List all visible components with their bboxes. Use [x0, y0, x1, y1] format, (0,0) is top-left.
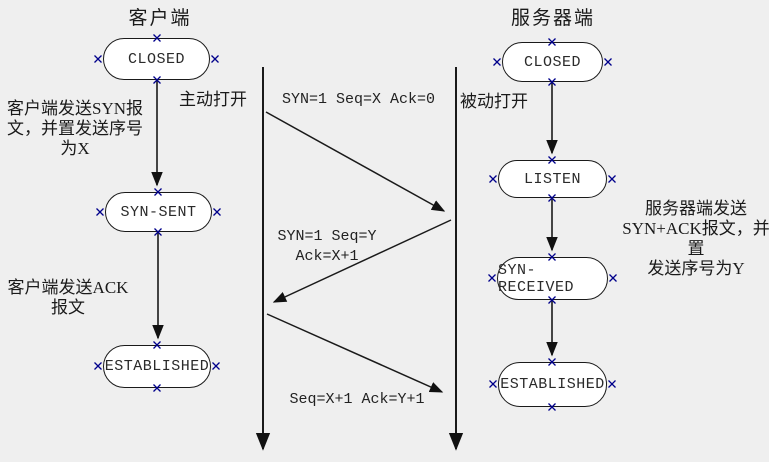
connection-point-icon — [211, 361, 221, 371]
connection-point-icon — [488, 174, 498, 184]
client-state-closed: CLOSED — [103, 38, 210, 80]
connection-point-icon — [210, 54, 220, 64]
client-ack-note: 客户端发送ACK 报文 — [7, 278, 129, 317]
client-state-syn-sent: SYN-SENT — [105, 192, 212, 232]
state-label: ESTABLISHED — [500, 376, 605, 393]
server-state-closed: CLOSED — [502, 42, 603, 82]
state-label: ESTABLISHED — [104, 358, 210, 375]
state-label: SYN-RECEIVED — [498, 261, 575, 296]
connection-point-icon — [492, 57, 502, 67]
ack-message-label: Seq=X+1 Ack=Y+1 — [289, 391, 425, 408]
connection-point-icon — [93, 54, 103, 64]
syn-message-arrow — [265, 111, 446, 212]
client-column-title: 客户端 — [128, 8, 192, 29]
state-label: CLOSED — [523, 53, 581, 71]
server-passive-open-label: 被动打开 — [460, 92, 528, 111]
server-column-title: 服务器端 — [510, 8, 595, 29]
server-synack-note: 服务器端发送 SYN+ACK报文，并置 发送序号为Y — [622, 199, 769, 278]
connection-point-icon — [607, 174, 617, 184]
connection-point-icon — [487, 273, 497, 283]
state-label: CLOSED — [127, 50, 185, 68]
state-label: SYN-SENT — [120, 203, 197, 221]
synack-message-label: SYN=1 Seq=Y Ack=X+1 — [277, 228, 377, 265]
connection-point-icon — [93, 361, 103, 371]
connection-point-icon — [608, 273, 618, 283]
connection-point-icon — [95, 207, 105, 217]
state-label: LISTEN — [523, 170, 581, 188]
server-state-listen: LISTEN — [498, 160, 607, 198]
connection-point-icon — [212, 207, 222, 217]
connection-point-icon — [488, 379, 498, 389]
ack-message-arrow — [266, 313, 444, 393]
syn-message-label: SYN=1 Seq=X Ack=0 — [281, 91, 436, 108]
client-active-open-label: 主动打开 — [179, 90, 247, 109]
server-state-established: ESTABLISHED — [498, 362, 607, 407]
connection-point-icon — [607, 379, 617, 389]
client-syn-note: 客户端发送SYN报 文，并置发送序号 为X — [6, 99, 143, 158]
connection-point-icon — [603, 57, 613, 67]
client-state-established: ESTABLISHED — [103, 345, 211, 388]
server-state-syn-received: SYN-RECEIVED — [497, 257, 608, 300]
